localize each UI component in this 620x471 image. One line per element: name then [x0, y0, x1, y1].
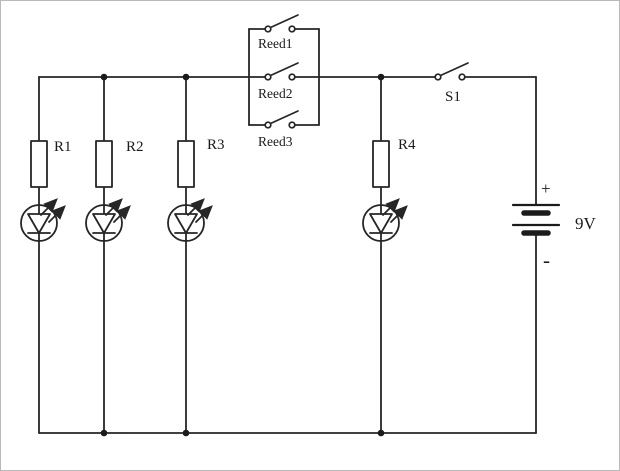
junction-dot — [377, 73, 385, 81]
label-r2: R2 — [126, 139, 144, 155]
led-2-icon — [86, 200, 129, 241]
reed2-switch-icon — [264, 62, 299, 81]
label-r4: R4 — [398, 137, 416, 153]
resistor-r2 — [95, 140, 113, 188]
resistor-r4 — [372, 140, 390, 188]
junction-dot — [100, 429, 108, 437]
label-s1: S1 — [445, 89, 461, 105]
label-battery-plus: + — [541, 179, 551, 198]
leds — [21, 200, 406, 241]
junction-dot — [100, 73, 108, 81]
led-1-icon — [21, 200, 64, 241]
label-r1: R1 — [54, 139, 72, 155]
s1-switch-icon — [434, 62, 469, 81]
battery-9v — [511, 203, 561, 236]
label-reed1: Reed1 — [258, 36, 293, 51]
junction-dot — [182, 73, 190, 81]
led-4-icon — [363, 200, 406, 241]
resistor-r3 — [177, 140, 195, 188]
junction-dot — [377, 429, 385, 437]
led-3-icon — [168, 200, 211, 241]
reed3-switch-icon — [264, 110, 299, 129]
junction-dots — [100, 73, 385, 437]
resistor-r1 — [30, 140, 48, 188]
label-reed3: Reed3 — [258, 134, 293, 149]
label-battery-voltage: 9V — [575, 214, 597, 233]
junction-dot — [182, 429, 190, 437]
wires — [38, 28, 537, 434]
label-reed2: Reed2 — [258, 86, 293, 101]
labels: R1 R2 R3 R4 Reed1 Reed2 Reed3 S1 + 9V - — [54, 36, 597, 272]
label-battery-minus: - — [543, 248, 550, 272]
reed-switch-bank — [264, 14, 299, 129]
reed1-switch-icon — [264, 14, 299, 33]
label-r3: R3 — [207, 137, 225, 153]
